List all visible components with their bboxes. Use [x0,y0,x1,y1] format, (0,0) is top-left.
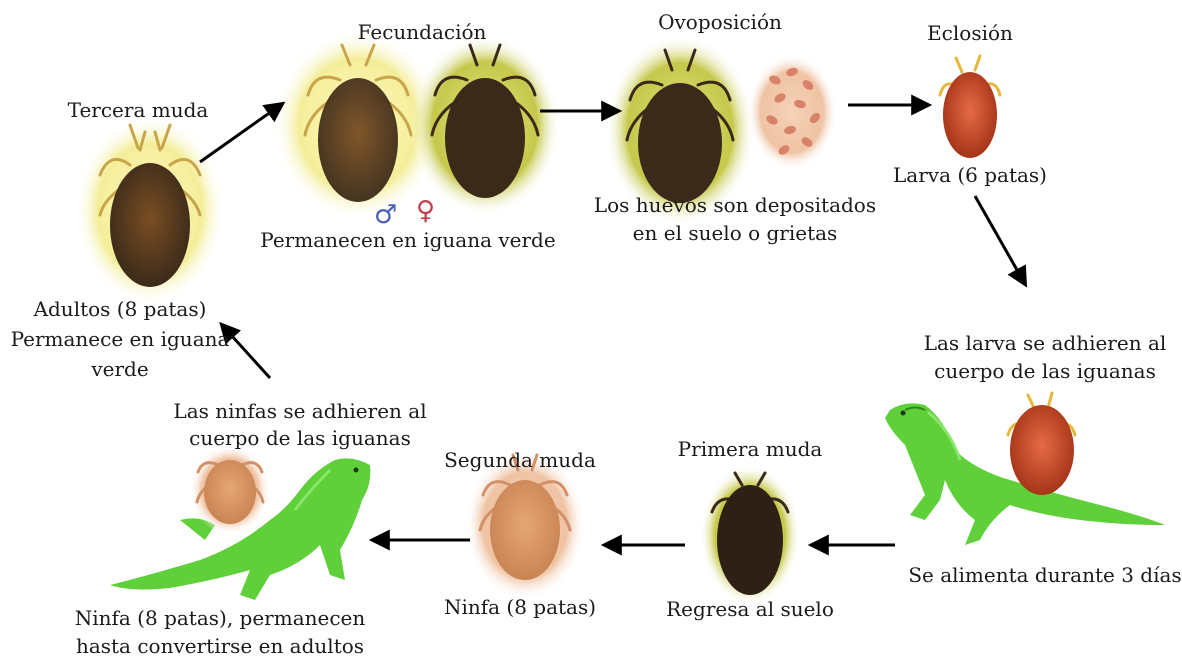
adult-tick-tercera-muda [75,115,225,305]
caption-eclosion: Larva (6 patas) [880,162,1060,188]
caption-ninfa-bottom-2: hasta convertirse en adultos [60,633,380,659]
female-symbol: ♀ [416,196,435,226]
caption-tercera-muda-2: Permanece en iguana [0,326,240,352]
caption-fecundacion: Permanecen en iguana verde [238,227,578,253]
caption-tercera-muda-3: verde [0,356,240,382]
title-ovoposicion: Ovoposición [640,9,800,35]
caption-larva-adhesion-2: cuerpo de las iguanas [905,358,1182,384]
arrow-eclosion-to-larva-adhesion [975,196,1025,284]
tick-primera-muda [700,465,800,605]
female-tick [410,35,560,215]
caption-ninfa-adhesion-2: cuerpo de las iguanas [150,425,450,451]
iguana-with-larva [885,393,1165,545]
larva-eclosion [940,56,1000,158]
male-symbol: ♂ [374,200,397,230]
caption-larva-feeding: Se alimenta durante 3 días [905,562,1182,588]
iguana-with-nymph [110,445,370,600]
caption-larva-adhesion-1: Las larva se adhieren al [905,330,1182,356]
caption-tercera-muda-1: Adultos (8 patas) [0,296,240,322]
title-segunda-muda: Segunda muda [430,447,610,473]
title-eclosion: Eclosión [905,20,1035,46]
caption-ninfa-adhesion-1: Las ninfas se adhieren al [150,398,450,424]
caption-ninfa-bottom-1: Ninfa (8 patas), permanecen [60,605,380,631]
title-fecundacion: Fecundación [322,19,522,45]
caption-ovoposicion-1: Los huevos son depositados [575,192,895,218]
title-primera-muda: Primera muda [660,436,840,462]
caption-primera-muda: Regresa al suelo [650,596,850,622]
title-tercera-muda: Tercera muda [58,97,218,123]
caption-ovoposicion-2: en el suelo o grietas [575,220,895,246]
eggs-cluster [747,54,837,170]
caption-segunda-muda: Ninfa (8 patas) [430,594,610,620]
